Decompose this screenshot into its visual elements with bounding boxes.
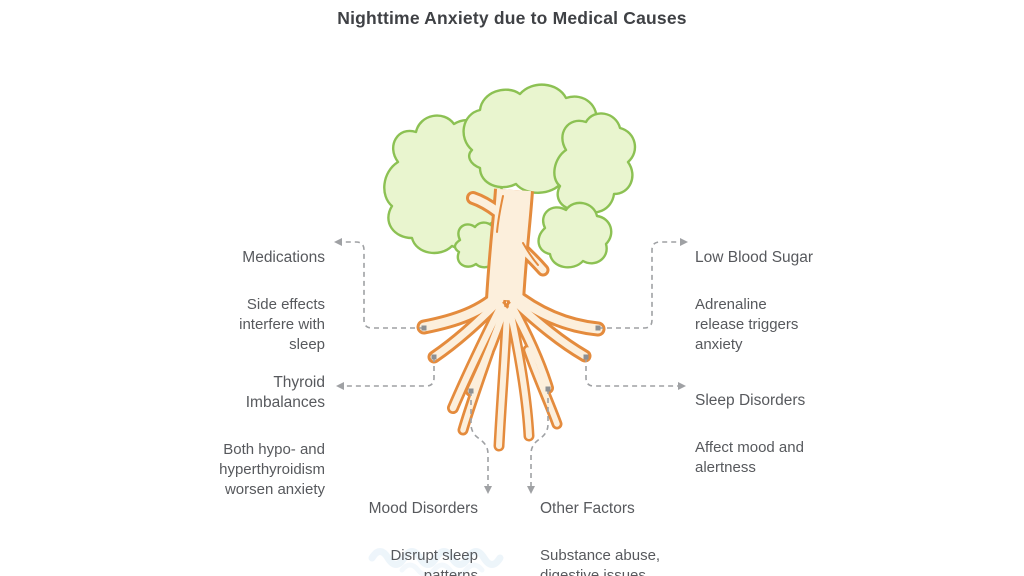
node-description: Affect mood and alertness [695, 439, 804, 476]
arrow-left-icon [336, 382, 344, 390]
node-medications: Medications Side effects interfere with … [239, 230, 325, 373]
root-dot [468, 388, 474, 394]
connector-medications [340, 241, 424, 329]
node-label: Low Blood Sugar [695, 249, 814, 266]
node-description: Substance abuse, digestive issues, brain… [540, 547, 661, 576]
node-sleep-disorders: Sleep Disorders Affect mood and alertnes… [695, 373, 805, 496]
node-mood-disorders: Mood Disorders Disrupt sleep patterns [369, 481, 478, 576]
node-description: Both hypo- and hyperthyroidism worsen an… [219, 441, 325, 498]
connector-thyroid [342, 357, 435, 387]
node-label: Mood Disorders [368, 500, 478, 517]
arrow-left-icon [334, 238, 342, 246]
connector-low-blood-sugar [598, 241, 682, 329]
foliage-blob-right-lower [537, 201, 613, 269]
root-dot [431, 354, 437, 360]
connector-mood-disorders [470, 391, 489, 486]
arrow-down-icon [527, 486, 535, 494]
connectors [334, 238, 688, 494]
connector-other-factors [530, 389, 549, 486]
arrow-right-icon [680, 238, 688, 246]
node-description: Adrenaline release triggers anxiety [695, 296, 799, 353]
node-low-blood-sugar: Low Blood Sugar Adrenaline release trigg… [695, 230, 813, 373]
node-label: Medications [242, 249, 325, 266]
node-label: Other Factors [540, 500, 635, 517]
watermark [368, 548, 504, 576]
arrow-right-icon [678, 382, 686, 390]
node-other-factors: Other Factors Substance abuse, digestive… [540, 481, 660, 576]
root-dot [545, 386, 551, 392]
node-thyroid-imbalances: Thyroid Imbalances Both hypo- and hypert… [219, 355, 325, 518]
connector-sleep-disorders [585, 357, 680, 387]
arrow-down-icon [484, 486, 492, 494]
node-description: Side effects interfere with sleep [239, 296, 325, 353]
wood-fill-layer [419, 188, 603, 449]
node-description: Disrupt sleep patterns [390, 547, 478, 576]
trunk-crease-left [496, 195, 504, 233]
root-dot [421, 325, 427, 331]
tree-trunk-and-roots [416, 188, 606, 452]
page-title: Nighttime Anxiety due to Medical Causes [337, 8, 687, 28]
foliage-blob-right [553, 112, 637, 214]
trunk-crease-right [522, 242, 539, 266]
root-dot [583, 354, 589, 360]
node-label: Sleep Disorders [695, 392, 806, 409]
root-dot [595, 325, 601, 331]
node-label: Thyroid Imbalances [245, 374, 325, 411]
